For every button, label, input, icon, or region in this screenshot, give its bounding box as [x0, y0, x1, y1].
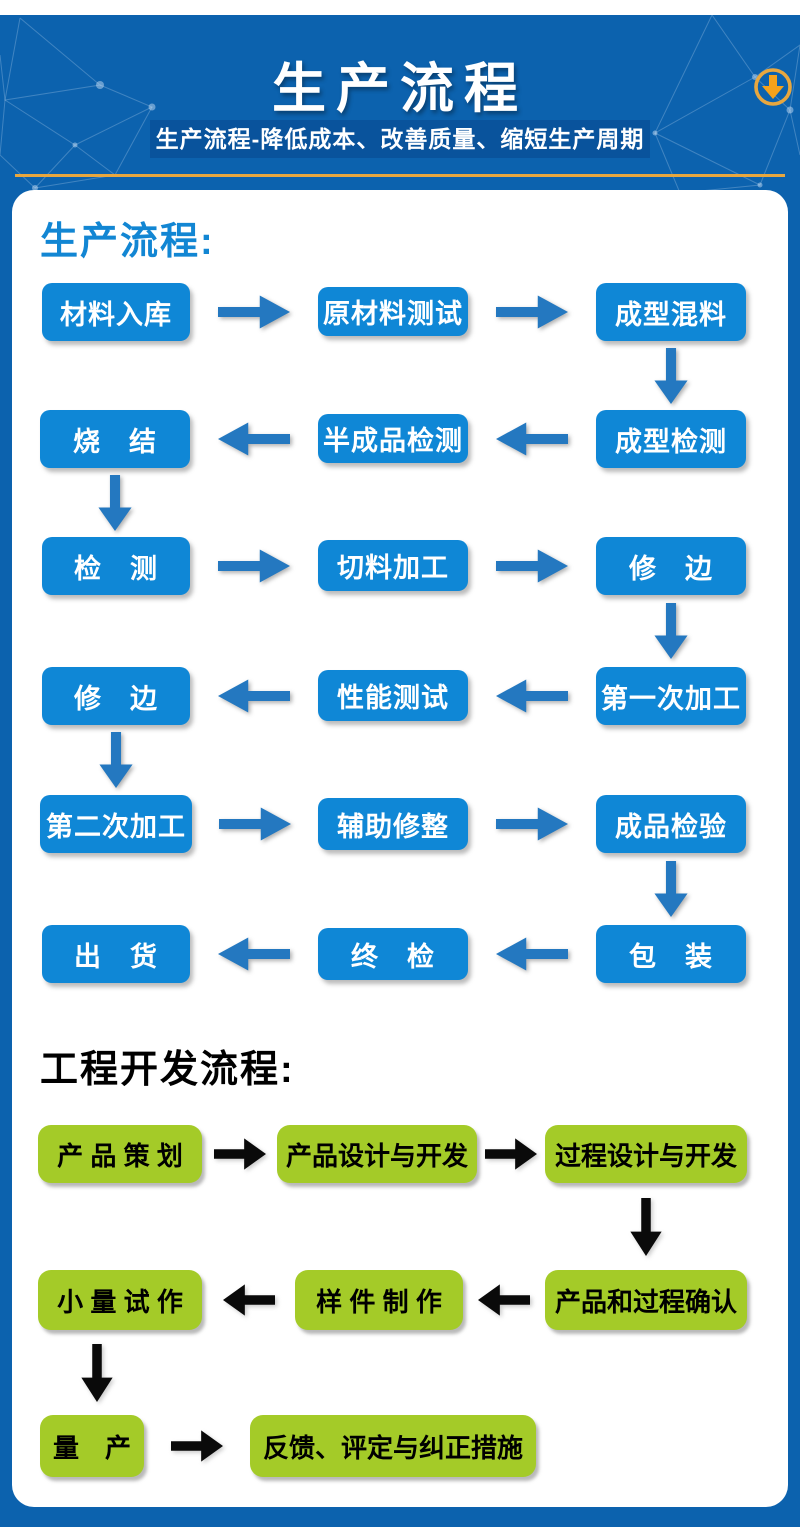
flow-box: 产品和过程确认	[545, 1270, 747, 1330]
flow-box: 产品设计与开发	[277, 1125, 477, 1183]
down-arrow-icon	[654, 603, 688, 659]
left-arrow-icon	[222, 1284, 275, 1316]
flow-box: 产 品 策 划	[38, 1125, 202, 1183]
right-arrow-icon	[218, 549, 290, 583]
right-arrow-icon	[219, 807, 291, 841]
down-arrow-icon	[99, 732, 133, 788]
top-white-strip	[0, 0, 800, 15]
flow-box: 样 件 制 作	[295, 1270, 463, 1330]
left-arrow-icon	[218, 422, 290, 456]
down-arrow-icon	[630, 1197, 662, 1256]
left-arrow-icon	[496, 937, 568, 971]
flow-box: 检 测	[42, 537, 190, 595]
flow-box: 过程设计与开发	[545, 1125, 747, 1183]
down-arrow-icon	[654, 347, 688, 404]
flow-box: 材料入库	[42, 283, 190, 341]
right-arrow-icon	[496, 295, 568, 329]
flow-box: 切料加工	[318, 540, 468, 591]
right-arrow-icon	[213, 1138, 266, 1170]
flow-box: 反馈、评定与纠正措施	[250, 1415, 536, 1477]
subtitle-band	[150, 120, 650, 158]
flow-box: 成型混料	[596, 283, 746, 341]
flow-box: 修 边	[596, 537, 746, 595]
page-subtitle: 生产流程-降低成本、改善质量、缩短生产周期	[155, 126, 645, 152]
down-arrow-icon	[81, 1343, 113, 1402]
flow-box: 小 量 试 作	[38, 1270, 202, 1330]
flow-box: 辅助修整	[318, 798, 468, 850]
down-arrow-icon	[98, 474, 132, 531]
flow-box: 量 产	[40, 1415, 144, 1477]
right-arrow-icon	[485, 1138, 537, 1170]
flow-box: 成型检测	[596, 410, 746, 468]
right-arrow-icon	[496, 549, 568, 583]
flow-box: 修 边	[42, 667, 190, 725]
down-arrow-icon	[654, 861, 688, 917]
flow-box: 包 装	[596, 925, 746, 983]
flow-box: 出 货	[42, 925, 190, 983]
flow-box: 成品检验	[596, 795, 746, 853]
flow-box: 原材料测试	[318, 287, 468, 336]
flow-box: 终 检	[318, 928, 468, 980]
engineering-flow-heading: 工程开发流程:	[40, 1049, 295, 1091]
download-icon[interactable]	[751, 65, 795, 109]
production-flow-heading: 生产流程:	[40, 221, 215, 263]
flow-box: 第一次加工	[596, 667, 746, 725]
right-arrow-icon	[496, 807, 568, 841]
right-arrow-icon	[218, 295, 290, 329]
flow-box: 烧 结	[40, 410, 190, 468]
gold-divider	[15, 174, 785, 177]
left-arrow-icon	[496, 422, 568, 456]
left-arrow-icon	[218, 679, 290, 713]
left-arrow-icon	[218, 937, 290, 971]
left-arrow-icon	[478, 1284, 530, 1316]
flow-box: 第二次加工	[40, 795, 192, 853]
right-arrow-icon	[171, 1430, 223, 1462]
flow-box: 性能测试	[318, 670, 468, 721]
page-title: 生产流程	[272, 59, 528, 119]
left-arrow-icon	[496, 679, 568, 713]
flow-box: 半成品检测	[318, 414, 468, 463]
